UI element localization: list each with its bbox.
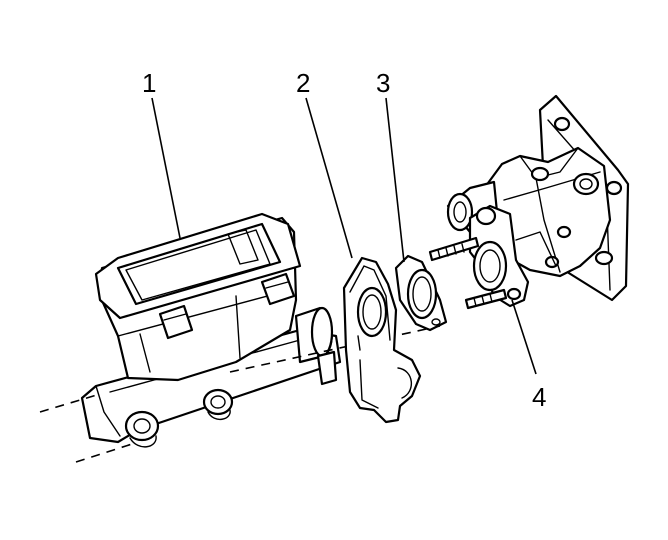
callout-4: 4: [532, 382, 547, 412]
mounting-plate-part-2: [342, 256, 422, 424]
leader-line-4: [511, 299, 537, 375]
booster-bracket-part-4: [428, 94, 630, 310]
master-cylinder-part-1: [39, 212, 441, 463]
gasket-part-3: [394, 254, 448, 332]
leader-line-3: [385, 97, 405, 263]
leader-line-1: [151, 97, 181, 239]
callout-3: 3: [376, 68, 391, 98]
leader-line-2: [305, 97, 353, 259]
callout-1: 1: [142, 68, 157, 98]
callout-2: 2: [296, 68, 311, 98]
